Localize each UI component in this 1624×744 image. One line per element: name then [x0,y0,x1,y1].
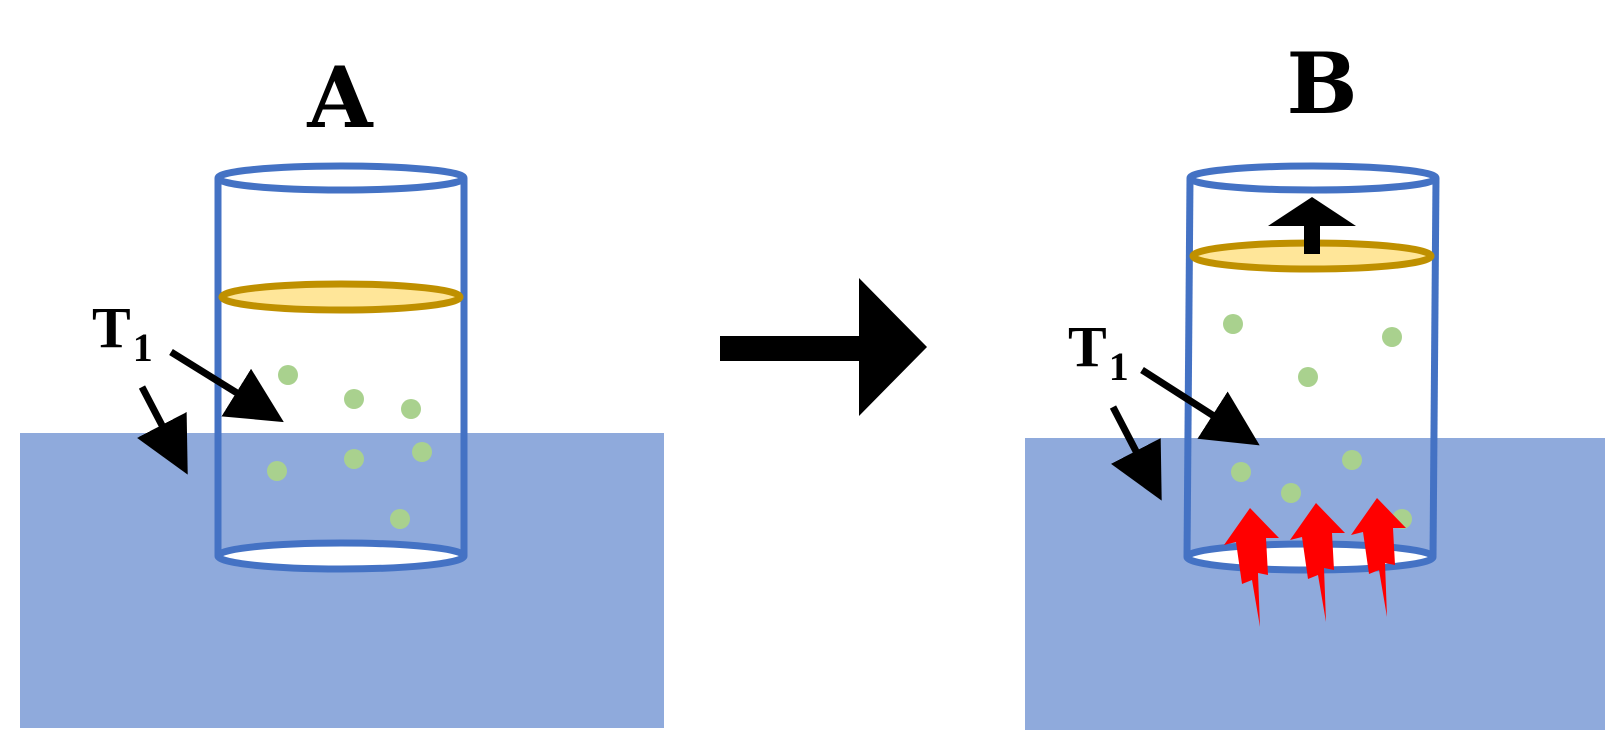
heat-bath-b [1025,438,1605,730]
lightning-arrow-icon [1224,508,1279,627]
panel-b: B T1 [1025,34,1605,730]
particle [344,449,364,469]
lightning-arrow-icon [1290,503,1345,622]
particle [1231,462,1251,482]
cylinder-wall-left-b [1183,177,1194,558]
particle [1342,450,1362,470]
temperature-label-b: T1 [1068,314,1129,389]
gas-particles-a [267,365,432,529]
pointer-arrow-icon [1109,405,1162,501]
heat-bath-a [20,433,664,728]
right-arrow-icon [720,278,927,416]
cylinder-wall-right-b [1429,177,1440,558]
cylinder-a [214,162,468,573]
particle [1281,483,1301,503]
panel-label-b: B [1287,34,1358,133]
particle [344,389,364,409]
heat-arrows [1224,498,1406,627]
panel-a: A T1 [20,48,664,728]
panel-label-a: A [306,48,374,147]
particle [1382,327,1402,347]
particle [1223,314,1243,334]
cylinder-top-a [214,162,468,194]
particle [278,365,298,385]
particle [1298,367,1318,387]
gas-particles-b [1223,314,1412,529]
cylinder-bottom-a [214,539,468,573]
pointer-arrow-icon [1140,367,1260,446]
particle [267,461,287,481]
particle [390,509,410,529]
pointer-arrow-icon [136,385,188,475]
lightning-arrow-icon [1351,498,1406,617]
cylinder-top-b [1186,162,1440,194]
piston-a [218,280,464,314]
pointer-arrow-icon [169,349,284,423]
temperature-label-a: T1 [92,295,153,370]
particle [412,442,432,462]
up-arrow-icon [1268,197,1356,254]
particle [401,399,421,419]
